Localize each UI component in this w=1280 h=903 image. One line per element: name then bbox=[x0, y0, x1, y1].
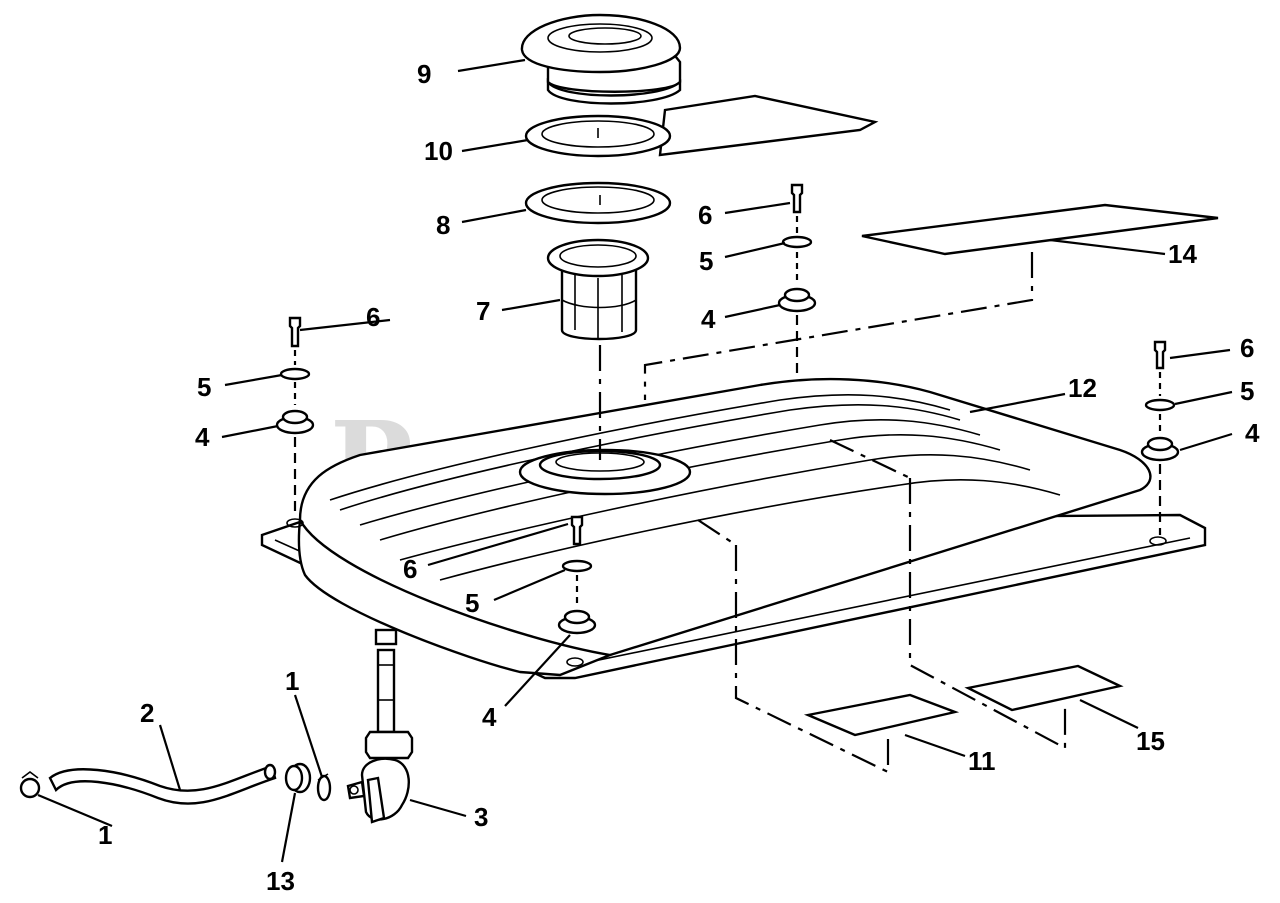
fuel-valve-3 bbox=[346, 648, 414, 824]
callout-6-front: 6 bbox=[403, 554, 417, 584]
strainer-7 bbox=[546, 238, 650, 341]
inline-filter-13 bbox=[284, 762, 312, 794]
callout-15: 15 bbox=[1136, 726, 1165, 756]
callout-5-right: 5 bbox=[1240, 376, 1254, 406]
callout-5-center: 5 bbox=[699, 246, 713, 276]
callout-12: 12 bbox=[1068, 373, 1097, 403]
gasket-10 bbox=[524, 94, 879, 158]
hose-clamp-left bbox=[19, 771, 41, 799]
callout-labels: 9 10 8 7 6 5 4 14 12 6 5 4 6 5 4 6 5 4 1… bbox=[98, 59, 1260, 896]
fuel-hose-2 bbox=[48, 763, 277, 805]
callout-4-right: 4 bbox=[1245, 418, 1260, 448]
callout-1-top: 1 bbox=[285, 666, 299, 696]
callout-4-center: 4 bbox=[701, 304, 716, 334]
callout-10: 10 bbox=[424, 136, 453, 166]
mount-stack-right bbox=[1140, 340, 1180, 535]
leader-lines bbox=[37, 58, 1233, 863]
assembly-lines bbox=[598, 252, 1067, 774]
mount-stack-left bbox=[275, 316, 315, 515]
callout-2: 2 bbox=[140, 698, 154, 728]
seal-8 bbox=[524, 181, 672, 225]
callout-14: 14 bbox=[1168, 239, 1197, 269]
hose-clamp-right bbox=[316, 773, 332, 802]
fuel-cap bbox=[520, 13, 682, 105]
callout-9: 9 bbox=[417, 59, 431, 89]
callout-1-bottom: 1 bbox=[98, 820, 112, 850]
callout-8: 8 bbox=[436, 210, 450, 240]
mount-stack-front bbox=[557, 515, 597, 635]
callout-4-front: 4 bbox=[482, 702, 497, 732]
callout-7: 7 bbox=[476, 296, 490, 326]
callout-5-left: 5 bbox=[197, 372, 211, 402]
callout-3: 3 bbox=[474, 802, 488, 832]
label-15 bbox=[964, 664, 1124, 712]
callout-5-front: 5 bbox=[465, 588, 479, 618]
callout-11: 11 bbox=[968, 746, 996, 776]
callout-13: 13 bbox=[266, 866, 295, 896]
label-14 bbox=[861, 203, 1219, 256]
mount-stack-center bbox=[777, 183, 817, 375]
callout-6-left: 6 bbox=[366, 302, 380, 332]
fuel-tank bbox=[260, 377, 1207, 680]
callout-6-right: 6 bbox=[1240, 333, 1254, 363]
label-11 bbox=[803, 693, 960, 737]
callout-4-left: 4 bbox=[195, 422, 210, 452]
callout-6-center: 6 bbox=[698, 200, 712, 230]
